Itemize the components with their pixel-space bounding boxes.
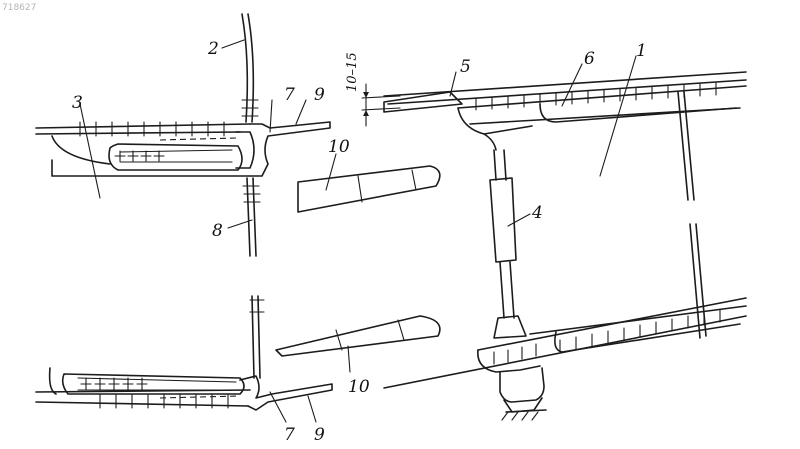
label-2: 2 [207,39,219,59]
label-9-bottom: 9 [314,425,325,445]
frame-8-plate [247,178,250,256]
dimension-mark [362,84,400,126]
top-left-joint [36,14,330,256]
member-3-deck [36,124,250,128]
right-assembly [384,72,746,420]
node-block [236,132,254,168]
label-3: 3 [72,93,83,113]
label-10-top: 10 [328,137,350,157]
tie-rod-top [678,92,688,200]
label-6: 6 [584,49,595,69]
label-8: 8 [212,221,223,241]
archive-stamp: 718627 [2,3,36,13]
bottom-node [240,376,332,410]
bottom-vertical-plate [252,296,254,378]
bottom-left-joint [36,296,332,410]
lug-6 [540,104,736,122]
label-7-top: 7 [284,85,295,105]
label-1: 1 [636,41,647,61]
support-shoe [500,368,544,402]
label-9-top: 9 [314,85,325,105]
dimension-label: 10–15 [345,52,360,92]
tie-rod-bottom [690,224,700,338]
wedge-10-top [298,166,440,212]
label-7-bottom: 7 [284,425,295,445]
lug-top [109,144,242,170]
label-10-bottom: 10 [348,377,370,397]
label-4: 4 [531,203,543,223]
leader-lines [80,40,636,422]
frame-2-plate [242,14,247,122]
label-5: 5 [460,57,471,77]
strut-4 [490,178,516,262]
wedge-10-bottom [276,316,440,356]
